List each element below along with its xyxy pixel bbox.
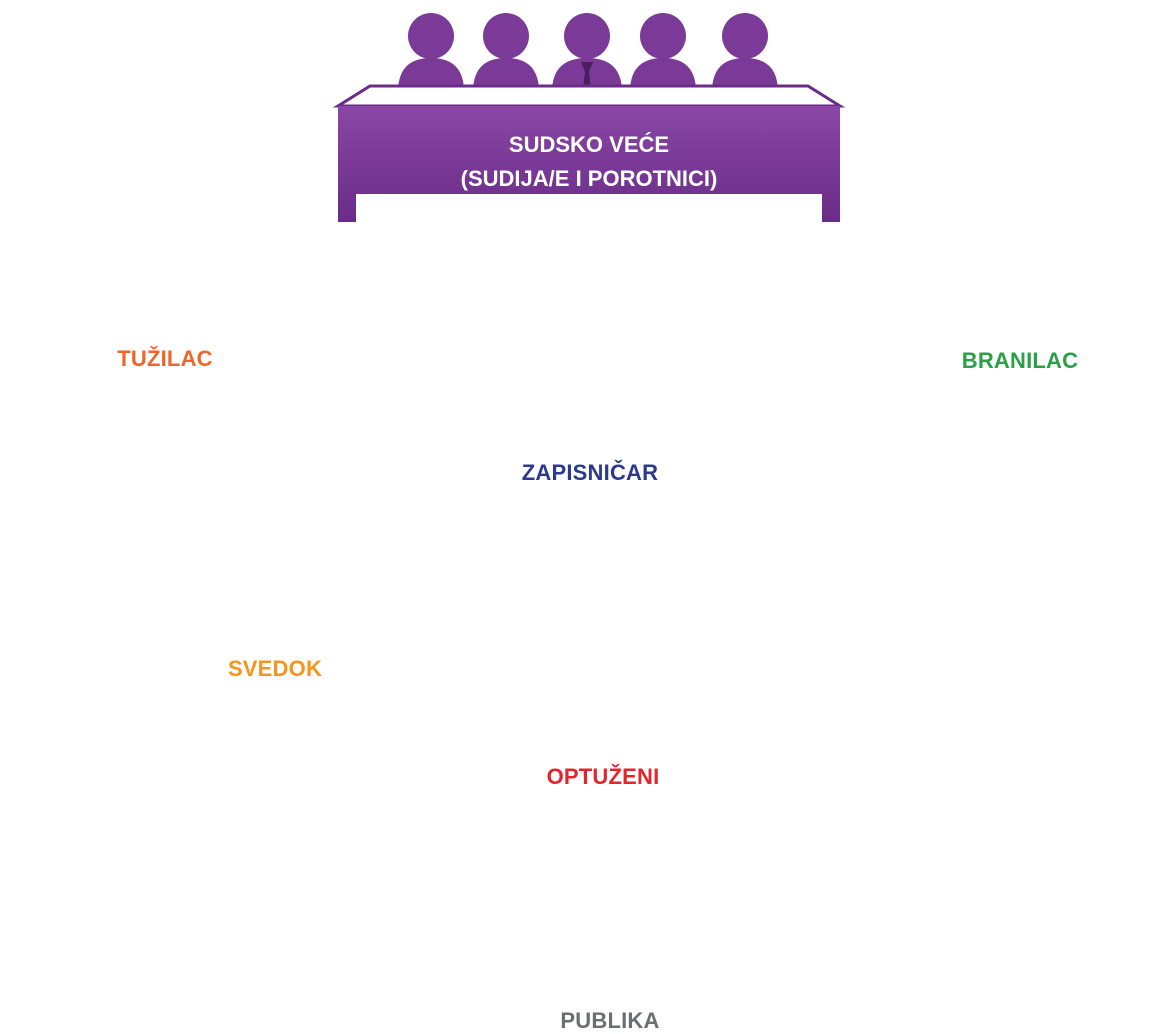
judges-label-line1: SUDSKO VEĆE [508, 132, 670, 157]
witness-label: SVEDOK [227, 656, 323, 681]
judges-label-line2: (SUDIJA/E I POROTNICI) [460, 166, 718, 191]
public-label: PUBLIKA [560, 1008, 660, 1033]
judge-person-icon [398, 13, 778, 92]
clerk-label: ZAPISNIČAR [521, 460, 659, 485]
accused-label: OPTUŽENI [546, 764, 660, 789]
defense-label: BRANILAC [961, 348, 1079, 373]
judges-bench-icon [332, 13, 846, 222]
prosecutor-label: TUŽILAC [117, 346, 213, 371]
judges-label: SUDSKO VEĆE (SUDIJA/E I POROTNICI) [338, 128, 840, 196]
